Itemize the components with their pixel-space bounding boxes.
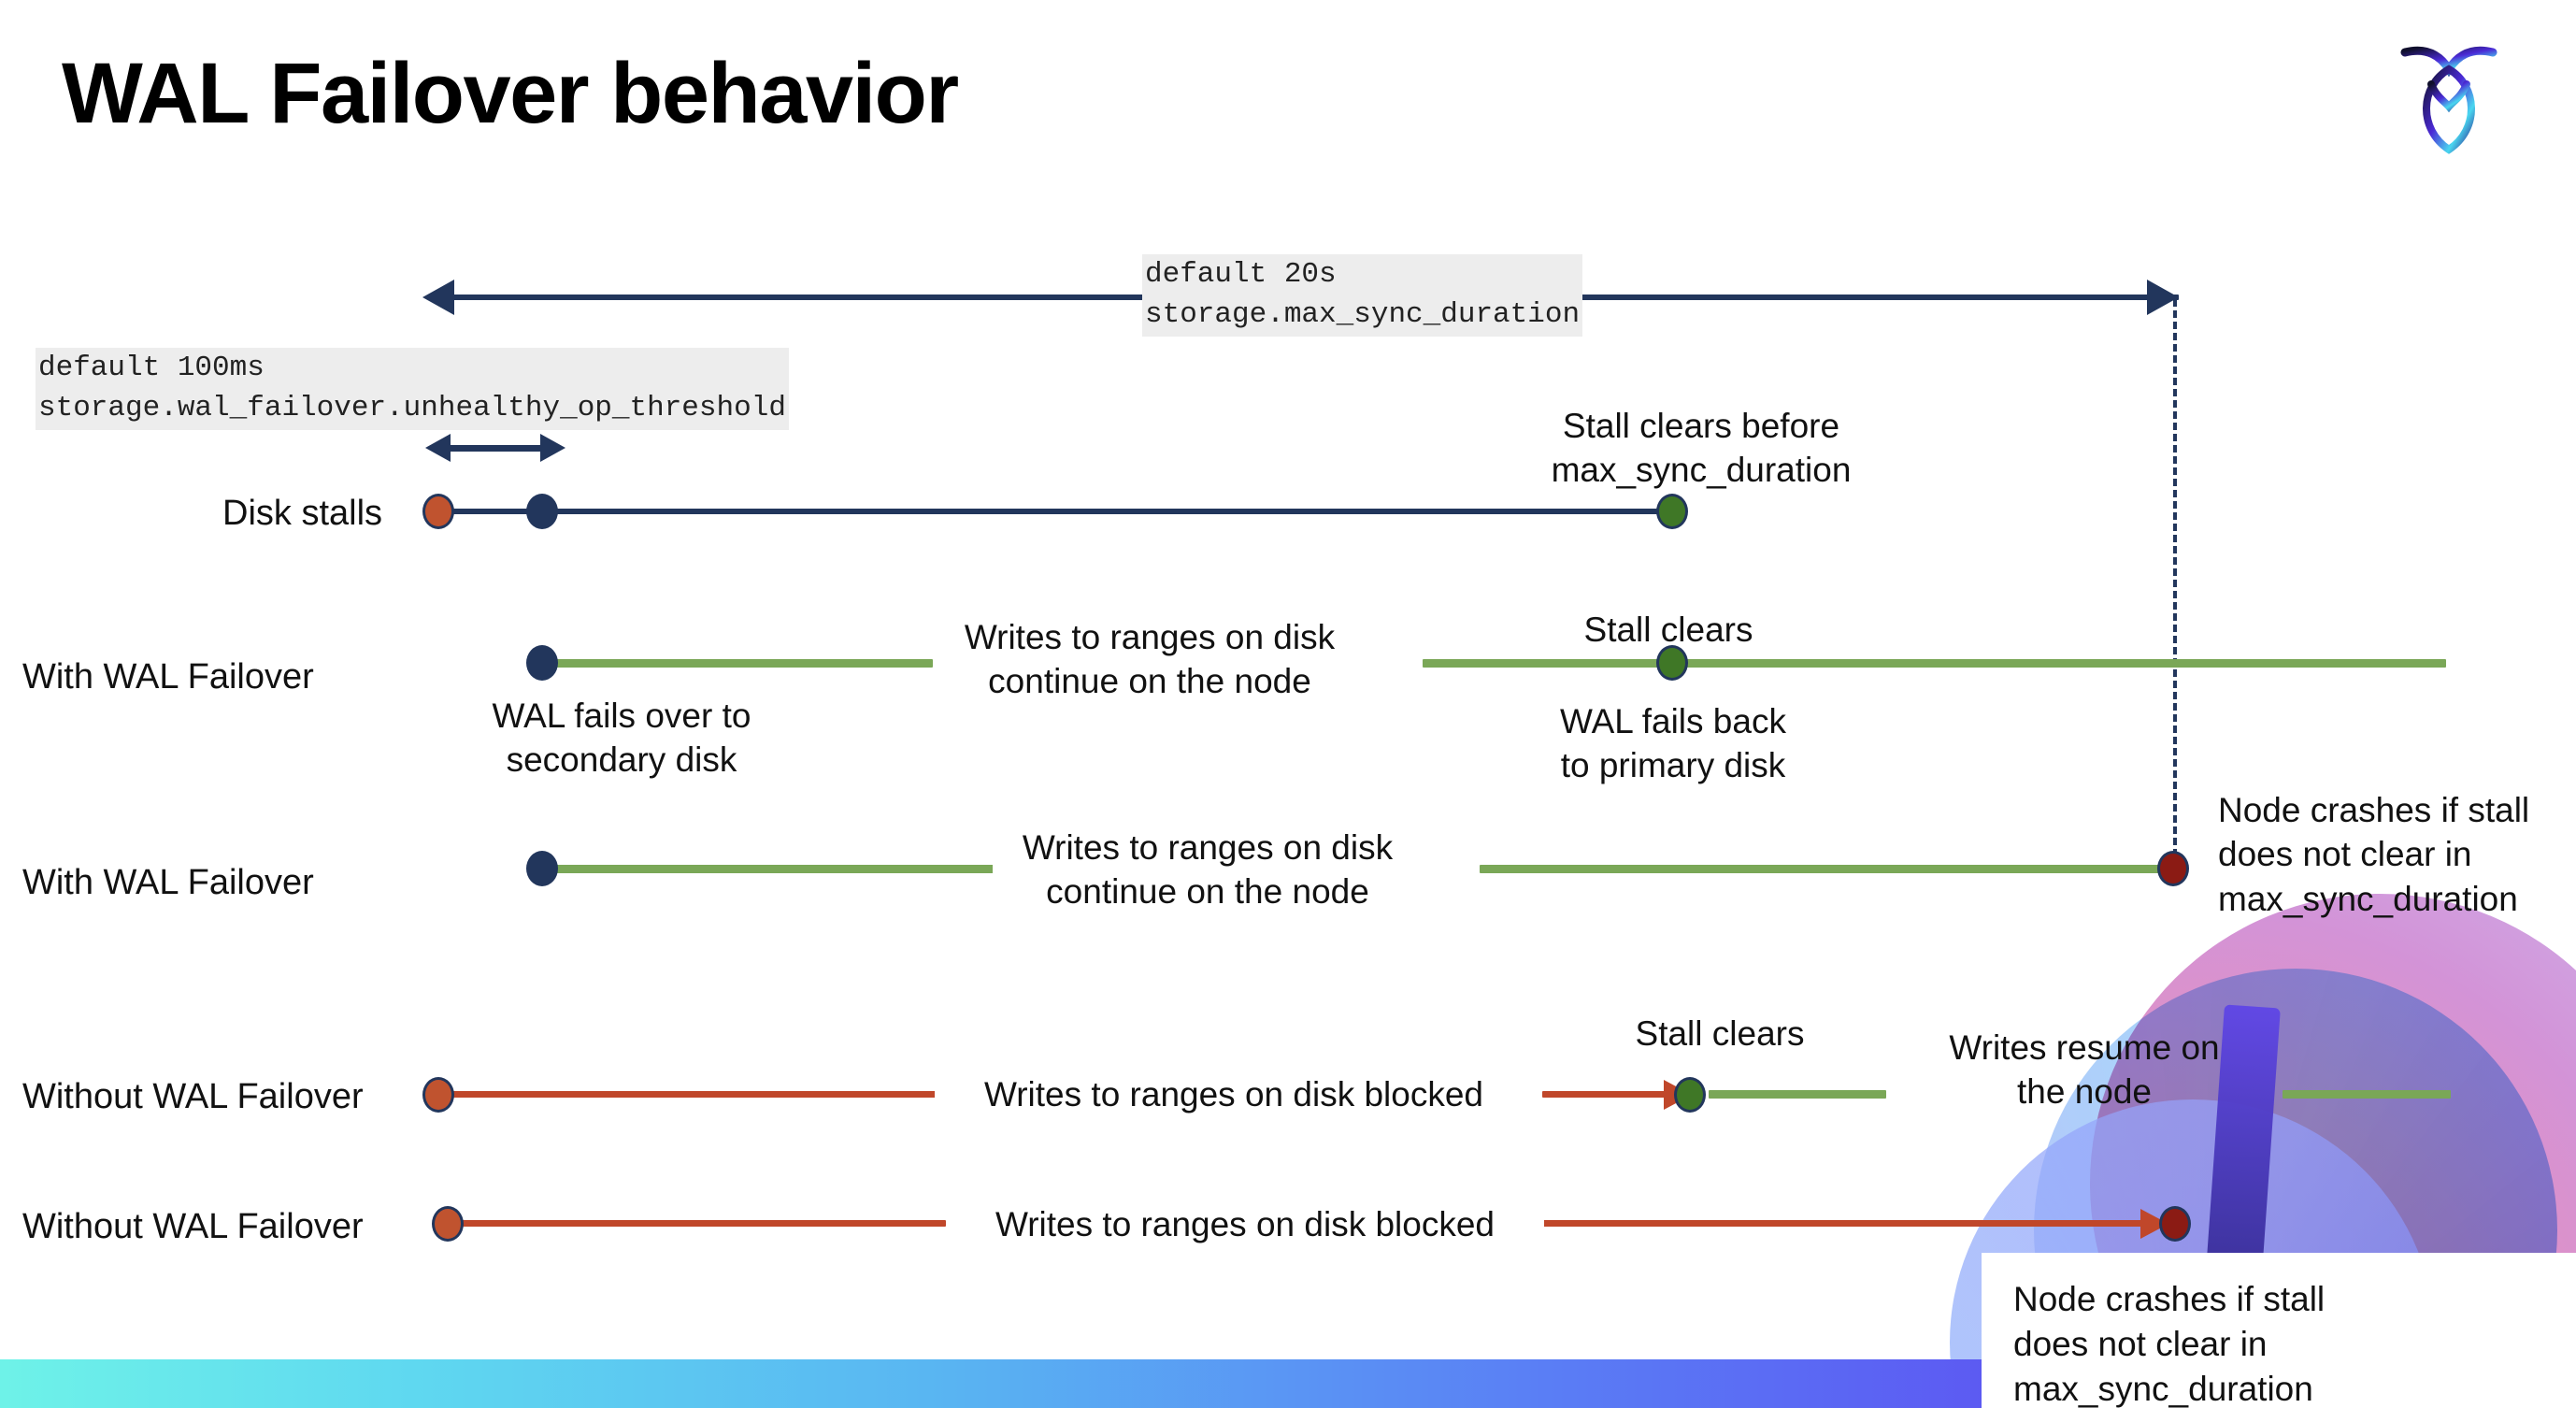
row-label-without-wal-failover-1: Without WAL Failover xyxy=(22,1077,364,1116)
note-writes-continue-2: Writes to ranges on disk continue on the… xyxy=(993,826,1423,914)
note-writes-blocked-1: Writes to ranges on disk blocked xyxy=(935,1072,1533,1117)
disk-stalls-track xyxy=(432,509,1675,514)
wf2-track-right xyxy=(1480,865,2171,873)
wf2-crash-dot xyxy=(2157,851,2189,886)
nwf1-stall-start-dot xyxy=(422,1077,454,1113)
nwf1-track-mid xyxy=(1542,1091,1668,1098)
row-label-with-wal-failover-1: With WAL Failover xyxy=(22,657,314,697)
max-sync-setting-line: storage.max_sync_duration xyxy=(1145,295,1581,336)
max-sync-dashed-guide xyxy=(2173,299,2177,879)
unhealthy-setting-line: storage.wal_failover.unhealthy_op_thresh… xyxy=(38,388,786,429)
max-sync-default-line: default 20s xyxy=(1145,255,1337,295)
row-label-disk-stalls: Disk stalls xyxy=(222,494,383,533)
wf1-failover-dot xyxy=(526,645,558,681)
note-wal-fails-over: WAL fails over to secondary disk xyxy=(492,697,751,780)
page-title: WAL Failover behavior xyxy=(62,46,959,141)
wf1-track-right xyxy=(1423,659,2446,668)
row-label-without-wal-failover-2: Without WAL Failover xyxy=(22,1207,364,1246)
nwf2-crash-dot xyxy=(2159,1206,2191,1242)
note-writes-resume: Writes resume on the node xyxy=(1949,1028,2220,1112)
wf1-track-left xyxy=(540,659,933,668)
wf2-track-left xyxy=(540,865,1050,873)
threshold-arrow-left-head xyxy=(425,434,451,462)
max-sync-duration-setting: default 20s storage.max_sync_duration xyxy=(1142,254,1583,337)
nwf2-track-left xyxy=(460,1220,946,1227)
wf1-stall-clear-dot xyxy=(1656,645,1688,681)
unhealthy-op-threshold-setting: default 100ms storage.wal_failover.unhea… xyxy=(36,348,789,430)
note-node-crashes-1: Node crashes if stall does not clear in … xyxy=(2218,791,2530,918)
disk-stall-failover-dot xyxy=(526,494,558,529)
nwf2-stall-start-dot xyxy=(432,1206,464,1242)
nwf1-track-far-right xyxy=(2283,1090,2451,1099)
note-writes-continue-1: Writes to ranges on disk continue on the… xyxy=(935,615,1365,704)
note-stall-clears-before-max-sync: Stall clears before max_sync_duration xyxy=(1551,407,1852,490)
nwf1-stall-clear-dot xyxy=(1674,1077,1706,1113)
disk-stall-clear-dot xyxy=(1656,494,1688,529)
nwf1-track-left xyxy=(451,1091,937,1098)
disk-stall-start-dot xyxy=(422,494,454,529)
note-stall-clears-1: Stall clears xyxy=(1583,611,1753,649)
threshold-span-line xyxy=(449,445,547,452)
note-node-crashes-2: Node crashes if stall does not clear in … xyxy=(1982,1253,2576,1408)
threshold-arrow-right-head xyxy=(540,434,565,462)
nwf1-track-right xyxy=(1709,1090,1886,1099)
cockroachdb-logo xyxy=(2379,32,2519,163)
unhealthy-default-line: default 100ms xyxy=(38,349,265,389)
nwf2-track-right xyxy=(1542,1220,2145,1227)
note-wal-fails-back: WAL fails back to primary disk xyxy=(1560,702,1786,785)
note-stall-clears-2: Stall clears xyxy=(1635,1014,1805,1053)
row-label-with-wal-failover-2: With WAL Failover xyxy=(22,863,314,902)
wf2-failover-dot xyxy=(526,851,558,886)
note-writes-blocked-2: Writes to ranges on disk blocked xyxy=(946,1202,1544,1247)
max-sync-arrow-left-head xyxy=(422,280,454,315)
